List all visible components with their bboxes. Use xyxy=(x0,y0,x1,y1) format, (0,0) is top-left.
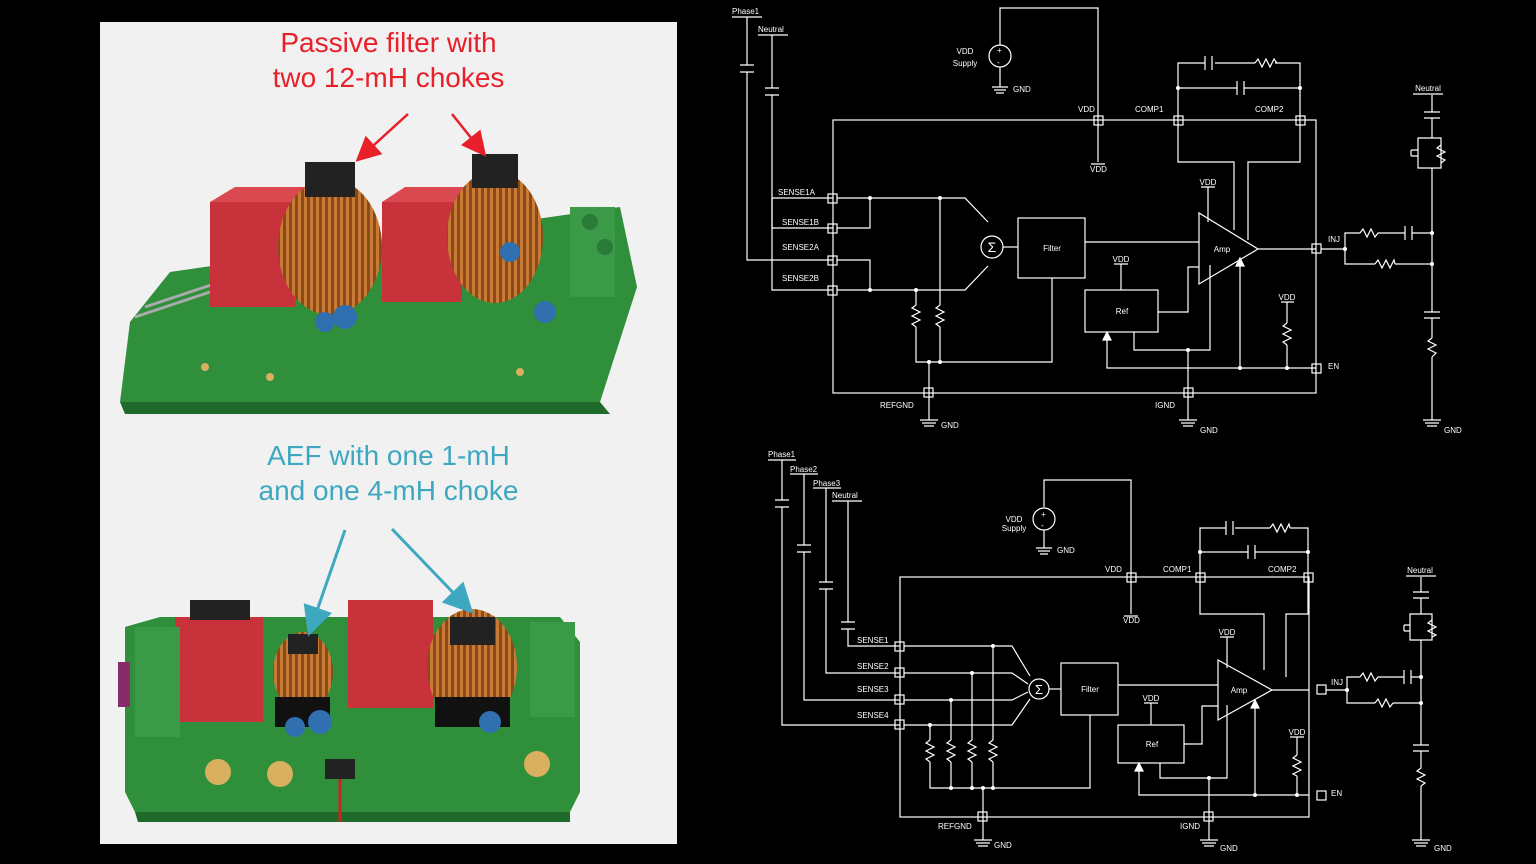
s1-input-phase1: Phase1 xyxy=(732,7,760,16)
s1-input-neutral: Neutral xyxy=(758,25,784,34)
s1-pin-inj: INJ xyxy=(1328,235,1340,244)
s2-amp-label: Amp xyxy=(1231,686,1248,695)
svg-text:-: - xyxy=(997,58,1000,67)
passive-caption-line1: Passive filter with xyxy=(280,27,497,58)
s2-pin-en: EN xyxy=(1331,789,1342,798)
s1-pin-vdd: VDD xyxy=(1078,105,1095,114)
s2-vdd-supply-label: Supply xyxy=(1002,524,1026,533)
s2-filter-block xyxy=(1060,662,1119,716)
s1-ref-label: Ref xyxy=(1116,307,1129,316)
svg-text:+: + xyxy=(997,46,1002,55)
schematic-2: Phase1 Phase2 Phase3 Neutral SENSE1 SENS… xyxy=(768,450,1452,853)
s2-ref-label: Ref xyxy=(1146,740,1159,749)
s1-filter-label: Filter xyxy=(1043,244,1061,253)
s1-sum-symbol: Σ xyxy=(988,239,997,255)
s1-supply-gnd: GND xyxy=(1013,85,1031,94)
s1-sum-circle xyxy=(980,235,1004,259)
passive-filter-board-photo xyxy=(120,113,637,414)
aef-board-photo xyxy=(118,527,580,822)
s2-input-phase1: Phase1 xyxy=(768,450,796,459)
s2-sum-symbol: Σ xyxy=(1035,682,1043,697)
s1-ref-block xyxy=(1084,289,1159,333)
ic1-body xyxy=(832,119,1317,394)
s2-ref-block xyxy=(1117,724,1185,764)
s1-vdd-internal: VDD xyxy=(1090,165,1107,174)
s1-igdn-gnd: GND xyxy=(1200,426,1218,435)
s2-pin-comp2: COMP2 xyxy=(1268,565,1297,574)
svg-text:-: - xyxy=(1041,521,1044,530)
s2-out-neutral: Neutral xyxy=(1407,566,1433,575)
s2-en-vdd: VDD xyxy=(1289,728,1306,737)
s2-input-phase2: Phase2 xyxy=(790,465,818,474)
s2-pin-sense4: SENSE4 xyxy=(857,711,889,720)
s2-igdn-gnd: GND xyxy=(1220,844,1238,853)
s2-vdd-supply xyxy=(1032,507,1056,531)
s2-supply-gnd: GND xyxy=(1057,546,1075,555)
s1-pin-sense2a: SENSE2A xyxy=(782,243,820,252)
photo-panel: Passive filter with two 12-mH chokes AEF… xyxy=(100,22,677,844)
s1-out-gnd: GND xyxy=(1444,426,1462,435)
s1-vdd-supply-label: Supply xyxy=(953,59,977,68)
passive-caption-line2: two 12-mH chokes xyxy=(272,62,505,93)
aef-caption: AEF with one 1-mH and one 4-mH choke xyxy=(100,438,677,508)
s2-pin-sense2: SENSE2 xyxy=(857,662,889,671)
s2-amp-vdd: VDD xyxy=(1219,628,1236,637)
aef-caption-line2: and one 4-mH choke xyxy=(258,475,519,506)
s1-pin-en: EN xyxy=(1328,362,1339,371)
s2-ref-vdd: VDD xyxy=(1143,694,1160,703)
svg-text:+: + xyxy=(1041,510,1046,519)
x-capacitor-4 xyxy=(348,600,433,708)
s1-amp-label: Amp xyxy=(1214,245,1231,254)
s1-pin-sense2b: SENSE2B xyxy=(782,274,819,283)
s1-amp-triangle xyxy=(1198,211,1260,286)
s1-pin-comp1: COMP1 xyxy=(1135,105,1164,114)
s2-pin-igdn: IGND xyxy=(1180,822,1200,831)
s2-pin-refgnd: REFGND xyxy=(938,822,972,831)
s2-pin-vdd: VDD xyxy=(1105,565,1122,574)
s2-vdd-internal: VDD xyxy=(1123,616,1140,625)
s1-refgnd-gnd: GND xyxy=(941,421,959,430)
s2-input-phase3: Phase3 xyxy=(813,479,841,488)
s2-out-gnd: GND xyxy=(1434,844,1452,853)
s1-vdd-supply xyxy=(988,44,1012,68)
s1-amp-vdd: VDD xyxy=(1200,178,1217,187)
choke-12mh-1 xyxy=(278,179,382,315)
s2-pin-inj: INJ xyxy=(1331,678,1343,687)
s1-pin-sense1b: SENSE1B xyxy=(782,218,819,227)
s1-pin-refgnd: REFGND xyxy=(880,401,914,410)
s1-pin-box xyxy=(827,193,838,204)
passive-filter-caption: Passive filter with two 12-mH chokes xyxy=(100,25,677,95)
s1-en-vdd: VDD xyxy=(1279,293,1296,302)
photo-illustrations xyxy=(118,113,637,822)
s2-filter-label: Filter xyxy=(1081,685,1099,694)
s1-pin-sense1a: SENSE1A xyxy=(778,188,816,197)
s2-pin-comp1: COMP1 xyxy=(1163,565,1192,574)
s1-vdd-supply-label-vdd: VDD xyxy=(957,47,974,56)
s1-filter-block xyxy=(1017,217,1086,279)
s2-pin-sense3: SENSE3 xyxy=(857,685,889,694)
schematic-1: Phase1 Neutral SENSE1A SENSE1B SENSE2A S… xyxy=(732,7,1462,435)
s2-amp-triangle xyxy=(1217,658,1274,722)
s2-input-neutral: Neutral xyxy=(832,491,858,500)
s1-pin-comp2: COMP2 xyxy=(1255,105,1284,114)
aef-caption-line1: AEF with one 1-mH xyxy=(267,440,510,471)
s1-ref-vdd: VDD xyxy=(1113,255,1130,264)
s2-vdd-supply-label-vdd: VDD xyxy=(1006,515,1023,524)
s2-refgnd-gnd: GND xyxy=(994,841,1012,850)
ic2-body xyxy=(899,576,1310,818)
s2-sum-circle xyxy=(1028,678,1050,700)
s1-pin-ignd: IGND xyxy=(1155,401,1175,410)
s2-pin-sense1: SENSE1 xyxy=(857,636,889,645)
s1-out-neutral: Neutral xyxy=(1415,84,1441,93)
choke-12mh-2 xyxy=(447,171,543,303)
x-capacitor-3 xyxy=(175,617,263,722)
